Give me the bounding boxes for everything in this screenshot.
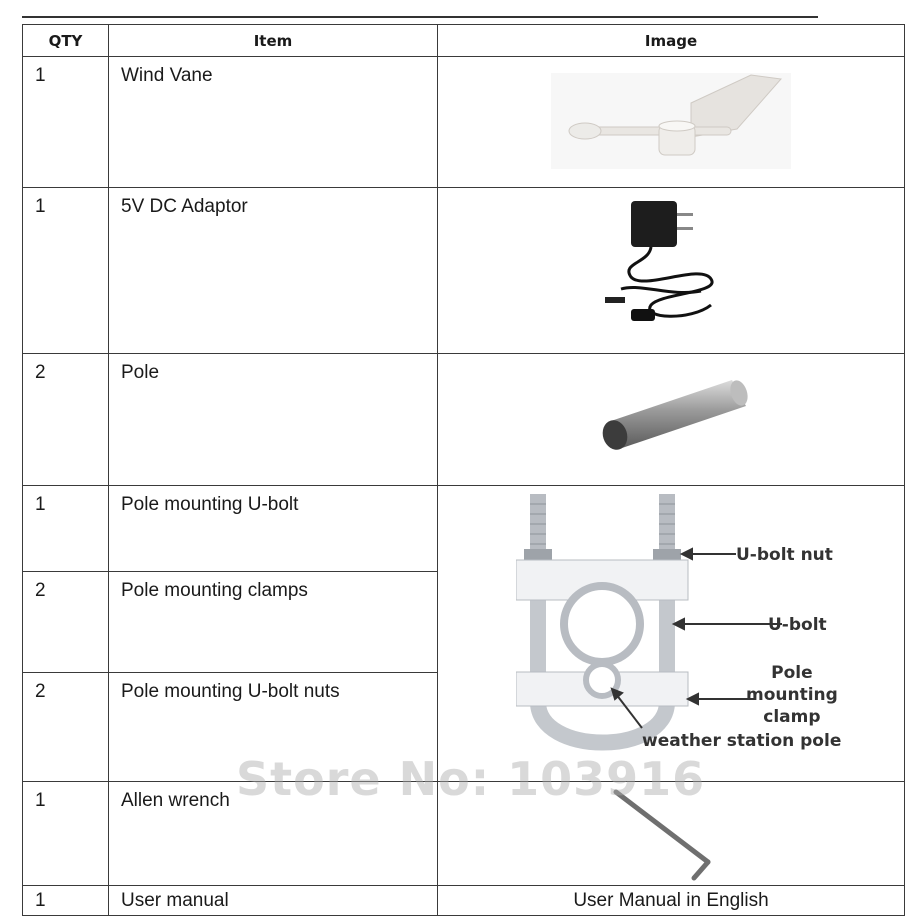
item-cell: Pole mounting clamps	[108, 571, 438, 673]
ubolt-nut-label: U-bolt nut	[736, 545, 833, 565]
image-cell	[437, 56, 905, 188]
header-qty: QTY	[22, 24, 109, 57]
header-row: QTY Item Image	[22, 24, 905, 57]
table-row: 1 Allen wrench	[22, 781, 905, 886]
wind-vane-image	[551, 72, 791, 169]
ubolt-diagram	[516, 494, 782, 751]
qty-cell: 1	[22, 781, 109, 886]
image-cell	[437, 353, 905, 486]
parts-table: QTY Item Image 1 Wind Vane 1 5V DC Adapt…	[22, 24, 905, 916]
table-row: 1 Pole mounting U-bolt	[22, 485, 905, 782]
station-pole-label: weather station pole	[642, 731, 842, 751]
table-row: 1 User manual User Manual in English	[22, 885, 905, 916]
qty-cell: 1	[22, 56, 109, 188]
clamp-label-line3: clamp	[763, 707, 821, 727]
pole-image	[602, 380, 748, 450]
qty-cell: 2	[22, 672, 109, 782]
table-row: 2 Pole mounting clamps	[22, 571, 905, 673]
table-row: 2 Pole	[22, 353, 905, 486]
clamp-label-line1: Pole	[771, 663, 813, 683]
table-row: 1 Wind Vane	[22, 56, 905, 188]
image-cell	[437, 781, 905, 886]
header-item: Item	[108, 24, 438, 57]
table-row: 2 Pole mounting U-bolt nuts	[22, 672, 905, 782]
qty-cell: 1	[22, 485, 109, 572]
allen-wrench-image	[613, 789, 711, 881]
item-cell: User manual	[108, 885, 438, 916]
qty-cell: 2	[22, 353, 109, 486]
qty-cell: 1	[22, 187, 109, 354]
qty-cell: 2	[22, 571, 109, 673]
image-cell	[437, 187, 905, 354]
item-cell: Pole mounting U-bolt nuts	[108, 672, 438, 782]
manual-language-cell: User Manual in English	[437, 885, 905, 916]
qty-cell: 1	[22, 885, 109, 916]
store-watermark: Store No: 103916	[236, 752, 706, 806]
ubolt-label: U-bolt	[768, 615, 827, 635]
item-cell: Pole mounting U-bolt	[108, 485, 438, 572]
table-row: 1 5V DC Adaptor	[22, 187, 905, 354]
item-cell: Pole	[108, 353, 438, 486]
clamp-label: Pole mounting clamp	[746, 662, 838, 728]
clamp-label-line2: mounting	[746, 685, 838, 705]
item-cell: Wind Vane	[108, 56, 438, 188]
dc-adaptor-image	[605, 201, 714, 321]
item-cell: 5V DC Adaptor	[108, 187, 438, 354]
item-cell: Allen wrench	[108, 781, 438, 886]
top-rule	[22, 16, 818, 18]
header-image: Image	[437, 24, 905, 57]
ubolt-diagram-cell: U-bolt nut U-bolt Pole mounting clamp we…	[437, 485, 905, 782]
